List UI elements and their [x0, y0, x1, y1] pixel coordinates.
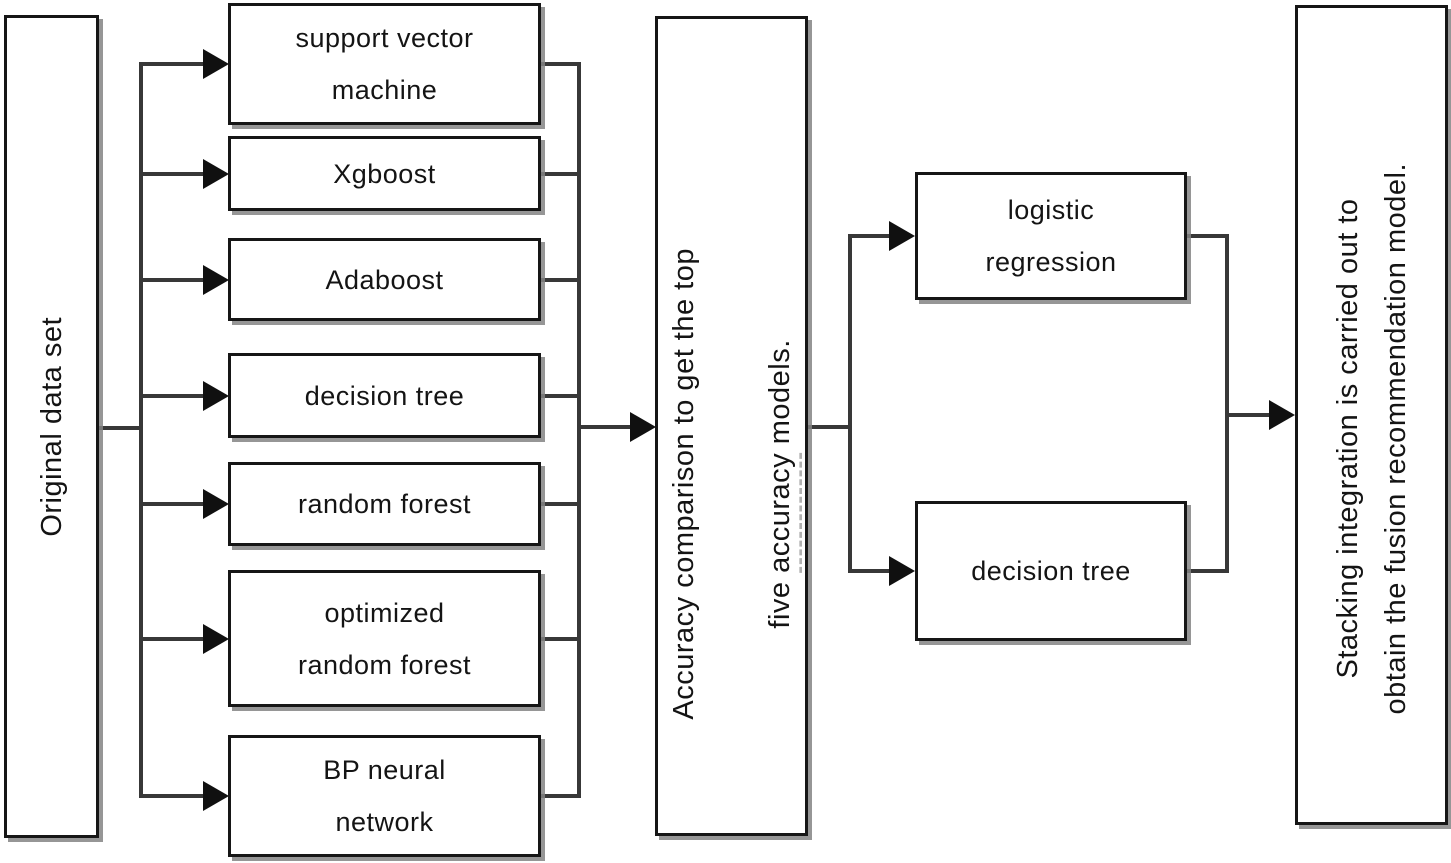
connector-collect-3 [541, 278, 581, 282]
connector-collect-7 [541, 794, 581, 798]
spellcheck-underlined-word: accuracy [763, 452, 796, 573]
connector-branch-5 [139, 502, 205, 506]
model-box-support-vector-machine: support vector machine [228, 3, 541, 125]
model-label: decision tree [304, 380, 465, 411]
model-box-xgboost: Xgboost [228, 136, 541, 211]
meta-label: logistic regression [985, 195, 1117, 277]
output-box-label: Stacking integration is carried out to o… [1331, 163, 1412, 715]
connector-collect-2 [541, 172, 581, 176]
input-box-original-data-set: Original data set [4, 15, 99, 838]
connector-branch-2 [139, 172, 205, 176]
connector-trunk [139, 62, 143, 798]
arrowhead-icon [630, 412, 656, 442]
connector-merge [1225, 234, 1229, 573]
arrowhead-icon [203, 781, 229, 811]
arrowhead-icon [203, 624, 229, 654]
selection-box-accuracy-comparison: Accuracy comparison to get the top five … [655, 16, 808, 836]
model-box-optimized-random-forest: optimized random forest [228, 570, 541, 707]
model-label: random forest [297, 489, 472, 519]
model-box-decision-tree: decision tree [228, 353, 541, 438]
arrowhead-icon [203, 159, 229, 189]
connector-input-stub [99, 426, 141, 430]
connector-branch-1 [139, 62, 205, 66]
arrowhead-icon [203, 265, 229, 295]
connector-branch-7 [139, 794, 205, 798]
model-box-adaboost: Adaboost [228, 238, 541, 321]
selection-line-1: Accuracy comparison to get the top [667, 248, 700, 720]
connector-collector [577, 62, 581, 798]
input-box-label: Original data set [35, 316, 68, 537]
connector-branch-3 [139, 278, 205, 282]
connector-final [1225, 413, 1269, 417]
connector-branch-4 [139, 394, 205, 398]
arrowhead-icon [889, 556, 915, 586]
connector-collect-4 [541, 394, 581, 398]
connector-collect-1 [541, 62, 581, 66]
connector-fork-top [848, 234, 891, 238]
arrowhead-icon [889, 221, 915, 251]
connector-branch-6 [139, 637, 205, 641]
model-label: BP neural network [323, 755, 446, 837]
meta-box-logistic-regression: logistic regression [915, 172, 1187, 300]
connector-fork-bottom [848, 569, 891, 573]
model-label: Adaboost [325, 264, 444, 295]
connector-logistic-out [1185, 234, 1229, 238]
meta-label: decision tree [971, 556, 1131, 586]
meta-box-decision-tree: decision tree [915, 501, 1187, 641]
connector-collect-5 [541, 502, 581, 506]
connector-collect-6 [541, 637, 581, 641]
selection-line-2: five accuracy models. [763, 339, 796, 629]
model-label: support vector machine [295, 23, 474, 105]
arrowhead-icon [1269, 400, 1295, 430]
arrowhead-icon [203, 381, 229, 411]
connector-fork [848, 234, 852, 573]
connector-to-selection [577, 425, 632, 429]
arrowhead-icon [203, 489, 229, 519]
arrowhead-icon [203, 49, 229, 79]
model-box-bp-neural-network: BP neural network [228, 735, 541, 857]
output-box-stacking-integration: Stacking integration is carried out to o… [1295, 5, 1448, 825]
model-label: optimized random forest [297, 597, 472, 680]
connector-selection-out [806, 425, 852, 429]
selection-box-text: Accuracy comparison to get the top five … [612, 248, 852, 720]
model-label: Xgboost [333, 158, 436, 189]
model-box-random-forest: random forest [228, 462, 541, 546]
connector-dtree-out [1185, 569, 1229, 573]
